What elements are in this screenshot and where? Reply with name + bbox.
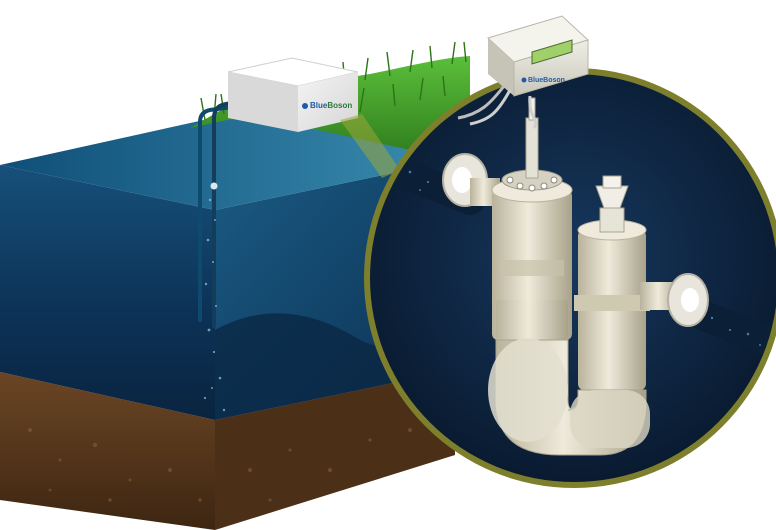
svg-text:BlueBoson: BlueBoson xyxy=(310,101,352,110)
cabinet-brand-boson: Boson xyxy=(327,101,352,110)
bubble-column xyxy=(203,198,226,412)
zoom-callout: BlueBoson xyxy=(364,15,776,488)
cabinet-brand-blue: Blue xyxy=(310,101,328,110)
panel-display xyxy=(531,39,573,65)
reactor-column-right xyxy=(574,175,650,390)
brand-logo-icon xyxy=(302,103,308,109)
soil-side xyxy=(215,370,455,530)
water-deep-region xyxy=(215,300,455,420)
panel-logo-icon xyxy=(521,77,527,83)
outlet-fitting xyxy=(640,273,709,327)
control-panel: BlueBoson xyxy=(457,15,589,129)
soil-front xyxy=(0,372,215,530)
u-bend-front xyxy=(488,338,568,442)
panel-brand-label: BlueBoson xyxy=(528,77,565,84)
callout-beam xyxy=(340,114,400,178)
device-cabinet: BlueBoson xyxy=(227,57,359,132)
water-front-face xyxy=(0,165,215,420)
well-pipes xyxy=(198,96,260,328)
water-top-surface xyxy=(0,112,455,210)
